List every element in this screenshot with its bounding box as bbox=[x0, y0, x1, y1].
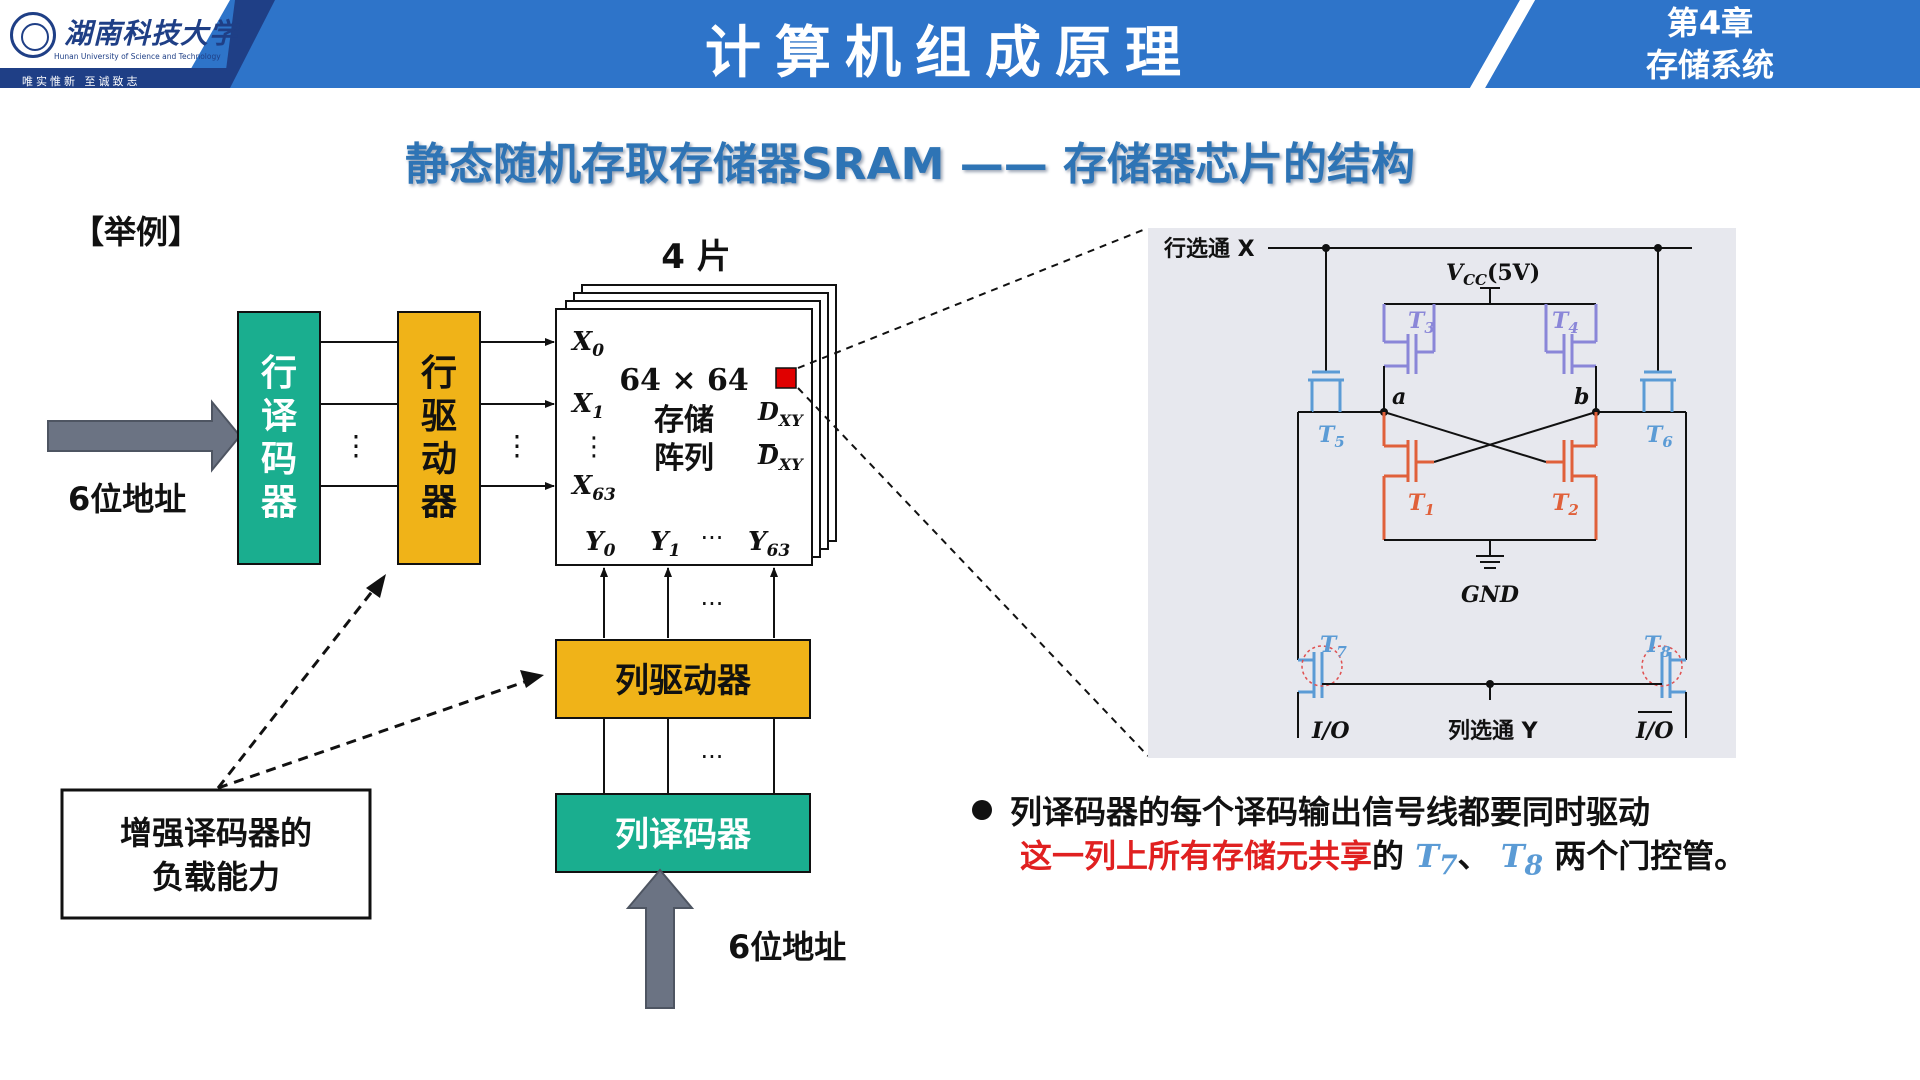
array-label-1: 存储 bbox=[654, 403, 714, 438]
chapter-number: 第4章 bbox=[1666, 4, 1754, 42]
t8-column-gate-transistor bbox=[1660, 652, 1686, 698]
io-label: I/O bbox=[1311, 718, 1350, 744]
bullet-line-2: 这一列上所有存储元共享的 T7、 T8 两个门控管。 bbox=[1020, 837, 1747, 882]
bullet-t7: T7 bbox=[1415, 837, 1458, 882]
t8-label: T8 bbox=[1644, 632, 1671, 661]
decoder-load-note-box bbox=[60, 788, 372, 920]
memory-array-chip bbox=[555, 308, 813, 566]
cross-couple-a-to-t2 bbox=[1383, 411, 1547, 463]
t2-nmos-transistor bbox=[1546, 412, 1598, 540]
chapter-name: 存储系统 bbox=[1645, 46, 1774, 84]
x0-label: X0 bbox=[570, 327, 604, 361]
dxy-label: DXY bbox=[757, 397, 804, 430]
bullet-highlight: 这一列上所有存储元共享 bbox=[1020, 837, 1373, 875]
y0-label: Y0 bbox=[585, 527, 616, 561]
header-banner bbox=[0, 0, 1920, 88]
vcc-label: VCC(5V) bbox=[1446, 260, 1540, 289]
col-driver-block bbox=[555, 639, 811, 719]
array-label-2: 阵列 bbox=[654, 441, 714, 476]
row-lines-ellipsis-2: ⋮ bbox=[503, 429, 531, 462]
node-b-label: b bbox=[1574, 384, 1589, 410]
row-driver-char-3: 动 bbox=[421, 439, 457, 480]
explanation-bullet: 列译码器的每个译码输出信号线都要同时驱动 这一列上所有存储元共享的 T7、 T8… bbox=[972, 790, 1746, 888]
row-decoder-block bbox=[237, 311, 321, 565]
row-driver-block bbox=[397, 311, 481, 565]
t4-pmos-transistor bbox=[1544, 304, 1598, 374]
decoder-load-note-line-2: 负载能力 bbox=[152, 858, 280, 896]
university-motto: 唯实惟新 至诚致志 bbox=[22, 75, 141, 88]
row-driver-char-1: 行 bbox=[421, 353, 457, 394]
row-decoder-char-1: 行 bbox=[261, 353, 297, 394]
col-address-label: 6位地址 bbox=[728, 928, 846, 966]
t5-access-transistor bbox=[1308, 370, 1344, 412]
row-address-label: 6位地址 bbox=[68, 480, 186, 518]
course-title: 计算机组成原理 bbox=[705, 21, 1195, 86]
t1-nmos-transistor bbox=[1382, 412, 1434, 540]
y63-label: Y63 bbox=[748, 527, 790, 561]
t7-label: T7 bbox=[1320, 632, 1347, 661]
sram-cell-circuit-panel bbox=[1148, 228, 1736, 758]
slide-header: 湖南科技大学 Hunan University of Science and T… bbox=[0, 0, 1920, 88]
example-label: 【举例】 bbox=[72, 213, 200, 251]
university-name-cn: 湖南科技大学 bbox=[64, 17, 239, 50]
t4-label: T4 bbox=[1552, 308, 1579, 337]
array-size-label: 64 × 64 bbox=[619, 363, 749, 398]
col-decoder-block bbox=[555, 793, 811, 873]
t6-access-transistor bbox=[1640, 370, 1676, 412]
y1-label: Y1 bbox=[650, 527, 680, 561]
university-emblem-icon bbox=[10, 12, 56, 58]
row-driver-char-2: 驱 bbox=[421, 396, 457, 437]
note-arrowhead-col bbox=[520, 670, 544, 688]
t2-label: T2 bbox=[1552, 490, 1579, 519]
chip-count-label: 4 片 bbox=[661, 237, 731, 277]
selected-cell-marker bbox=[775, 367, 797, 389]
bullet-t8: T8 bbox=[1500, 837, 1544, 882]
university-name-en: Hunan University of Science and Technolo… bbox=[54, 52, 221, 61]
col-decoder-label: 列译码器 bbox=[615, 815, 752, 855]
bullet-line-1: 列译码器的每个译码输出信号线都要同时驱动 bbox=[972, 790, 1746, 834]
col-lines-ellipsis-2: ··· bbox=[701, 743, 724, 771]
row-select-label: 行选通 X bbox=[1163, 236, 1255, 262]
t3-label: T3 bbox=[1408, 308, 1435, 337]
zoom-line-top bbox=[797, 227, 1149, 369]
col-driver-label: 列驱动器 bbox=[615, 661, 752, 701]
io-bar-label: I/O bbox=[1635, 718, 1674, 744]
t5-label: T5 bbox=[1318, 422, 1345, 451]
t1-label: T1 bbox=[1408, 490, 1435, 519]
row-driver-char-4: 器 bbox=[421, 482, 458, 523]
row-lines-ellipsis-1: ⋮ bbox=[342, 429, 370, 462]
row-address-arrow bbox=[47, 399, 242, 473]
t3-pmos-transistor bbox=[1382, 304, 1436, 374]
x1-label: X1 bbox=[570, 389, 604, 423]
t7-column-gate-transistor bbox=[1298, 652, 1324, 698]
decoder-load-note-line-1: 增强译码器的 bbox=[120, 814, 312, 852]
note-arrowhead-row bbox=[366, 574, 386, 598]
node-a-label: a bbox=[1392, 384, 1406, 410]
col-select-label: 列选通 Y bbox=[1448, 719, 1539, 744]
t8-highlight-circle bbox=[1641, 645, 1683, 687]
note-arrow-to-row-driver bbox=[216, 583, 380, 789]
slide-title: 静态随机存取存储器SRAM —— 存储器芯片的结构 bbox=[404, 139, 1416, 190]
row-decoder-char-3: 码 bbox=[261, 439, 297, 480]
zoom-line-bottom bbox=[797, 387, 1149, 757]
cross-couple-b-to-t1 bbox=[1433, 411, 1597, 463]
y-ellipsis: ··· bbox=[701, 524, 724, 552]
t6-label: T6 bbox=[1646, 422, 1673, 451]
university-logo: 湖南科技大学 Hunan University of Science and T… bbox=[4, 6, 266, 88]
col-address-arrow bbox=[625, 868, 695, 1009]
bullet-dot-icon bbox=[972, 800, 992, 820]
note-arrow-to-col-driver bbox=[217, 678, 531, 790]
x63-label: X63 bbox=[570, 471, 616, 505]
t7-highlight-circle bbox=[1301, 645, 1343, 687]
gnd-label: GND bbox=[1461, 582, 1519, 608]
row-decoder-char-2: 译 bbox=[261, 396, 298, 437]
chapter-label: 第4章 存储系统 bbox=[1600, 2, 1820, 86]
col-lines-ellipsis-1: ··· bbox=[701, 590, 724, 618]
dxy-bar-label: DXY bbox=[757, 441, 804, 474]
x-ellipsis: ⋮ bbox=[581, 432, 607, 462]
row-decoder-char-4: 器 bbox=[261, 482, 298, 523]
